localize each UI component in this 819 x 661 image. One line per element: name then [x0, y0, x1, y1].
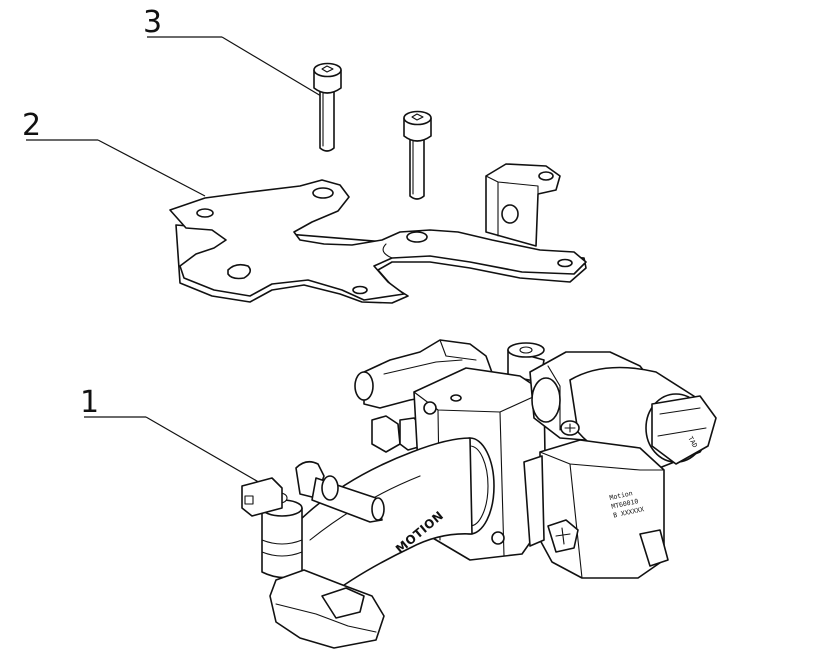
- sensor-label: Motion MT60010 B XXXXXX: [609, 489, 645, 519]
- mounting-bracket: [169, 163, 587, 304]
- callout-1: 1: [80, 385, 263, 485]
- throttle-body-assembly: MOTION TAD Motion MT60010 B XXXXXX: [241, 339, 717, 649]
- screw-right: [403, 110, 432, 200]
- callout-number-3: 3: [143, 5, 162, 40]
- screw-left: [313, 62, 342, 152]
- callout-number-1: 1: [80, 385, 99, 420]
- callout-number-2: 2: [22, 108, 41, 143]
- callout-3: 3: [143, 5, 322, 97]
- callout-2: 2: [22, 108, 206, 197]
